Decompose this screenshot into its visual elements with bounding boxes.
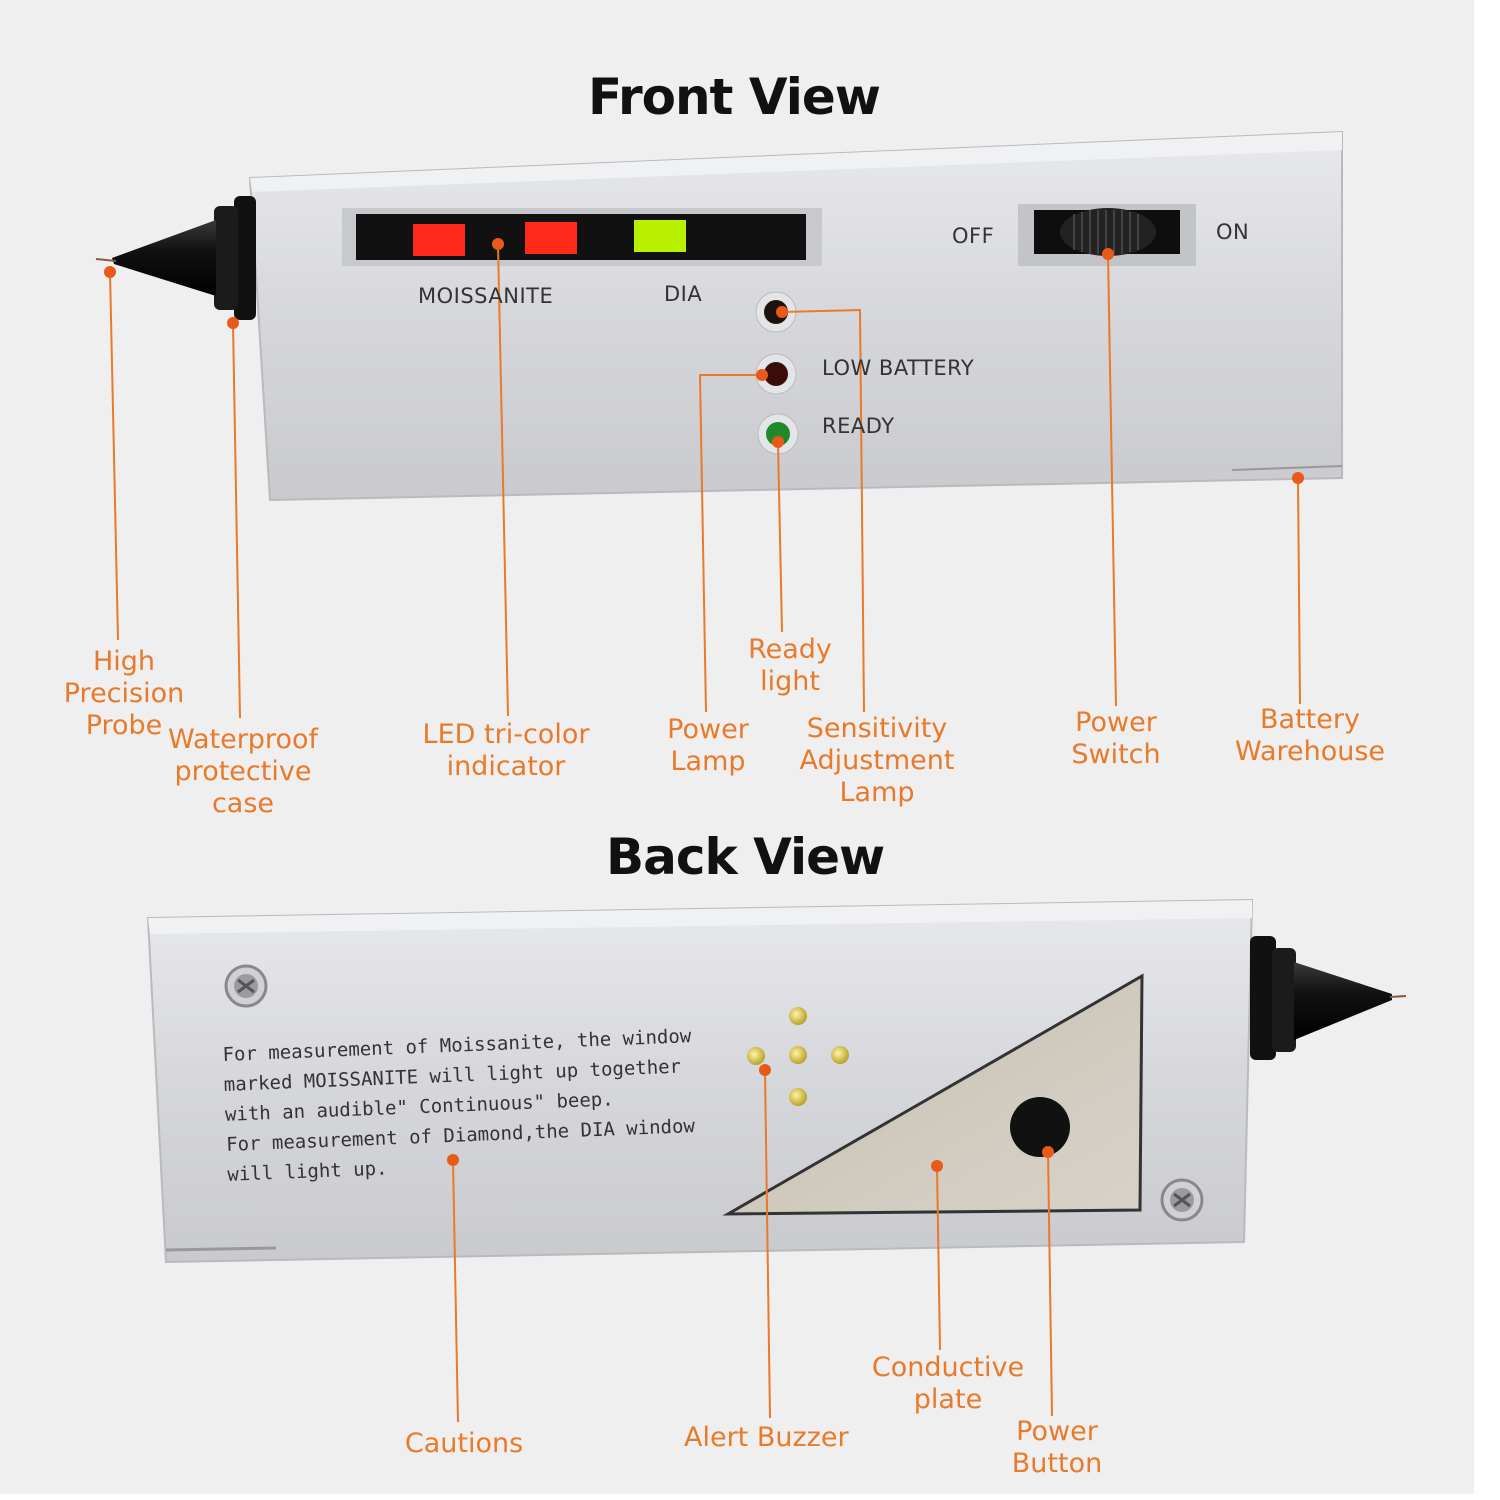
- callout-cautions: Cautions: [404, 1428, 524, 1459]
- led-leader: [497, 243, 509, 717]
- sensitivity-leader: [781, 308, 865, 713]
- low-battery-label: LOW BATTERY: [822, 356, 975, 380]
- case-leader: [232, 322, 241, 719]
- led-red-1: [413, 224, 465, 256]
- power-button-leader: [1047, 1151, 1053, 1417]
- back-view-title: Back View: [606, 828, 885, 886]
- callout-led: LED tri-color indicator: [422, 719, 590, 782]
- plate-leader: [936, 1165, 941, 1351]
- callout-power-lamp: Power Lamp: [667, 714, 749, 777]
- ready-leader: [777, 441, 783, 633]
- callout-probe: High Precision Probe: [63, 646, 185, 741]
- back-device-top-edge: [148, 900, 1252, 934]
- callout-power-switch: Power Switch: [1071, 707, 1161, 770]
- led-window: [342, 208, 822, 266]
- cautions-leader: [452, 1159, 459, 1423]
- callout-dots: [104, 238, 1304, 1172]
- callout-power-button: Power Button: [1011, 1416, 1103, 1479]
- dia-label: DIA: [664, 282, 703, 306]
- border-strip: [1474, 0, 1500, 1500]
- callout-lines: [109, 243, 1301, 1423]
- ready-lamp: [766, 422, 790, 446]
- switch-on-label: ON: [1216, 220, 1250, 244]
- front-device: [95, 130, 1343, 502]
- probe-collar: [1250, 936, 1276, 1060]
- probe-front: [95, 196, 256, 320]
- border-strip: [0, 1494, 1500, 1500]
- switch-knob[interactable]: [1060, 208, 1156, 256]
- callout-sensitivity: Sensitivity Adjustment Lamp: [799, 713, 955, 808]
- probe-back: [1250, 936, 1407, 1060]
- back-device: [146, 898, 1407, 1264]
- callout-battery: Battery Warehouse: [1234, 704, 1386, 767]
- callout-plate: Conductive plate: [871, 1352, 1025, 1415]
- low-battery-lamp: [764, 362, 788, 386]
- screw: [224, 964, 268, 1008]
- moissanite-label: MOISSANITE: [418, 284, 554, 308]
- probe-cap: [214, 206, 238, 310]
- caution-text: For measurement of Moissanite, the windo…: [222, 1025, 696, 1186]
- battery-seam: [1231, 465, 1343, 471]
- probe-cap: [1272, 948, 1296, 1052]
- battery-leader: [1297, 477, 1301, 705]
- back-battery-seam: [165, 1246, 277, 1252]
- front-device-top-edge: [250, 132, 1342, 192]
- led-red-2: [525, 222, 577, 254]
- probe-cone: [1294, 962, 1392, 1040]
- probe-leader: [109, 271, 119, 641]
- probe-needle: [95, 258, 117, 262]
- probe-needle: [1389, 995, 1407, 998]
- switch-knob-ridges: [1073, 210, 1139, 254]
- front-view-title: Front View: [588, 68, 881, 126]
- switch-off-label: OFF: [952, 224, 995, 248]
- probe-cone: [112, 220, 216, 296]
- power-lamp-leader: [698, 374, 762, 713]
- alert-buzzer-holes: [747, 1007, 849, 1106]
- power-button[interactable]: [1010, 1097, 1070, 1157]
- screw: [1160, 1178, 1204, 1222]
- power-switch-leader: [1107, 253, 1117, 707]
- ready-label: READY: [822, 414, 895, 438]
- led-green: [634, 220, 686, 252]
- callout-buzzer: Alert Buzzer: [684, 1422, 849, 1453]
- callout-case: Waterproof protective case: [167, 724, 318, 819]
- callout-ready: Ready light: [748, 634, 832, 697]
- buzzer-leader: [764, 1069, 771, 1419]
- probe-collar: [234, 196, 256, 320]
